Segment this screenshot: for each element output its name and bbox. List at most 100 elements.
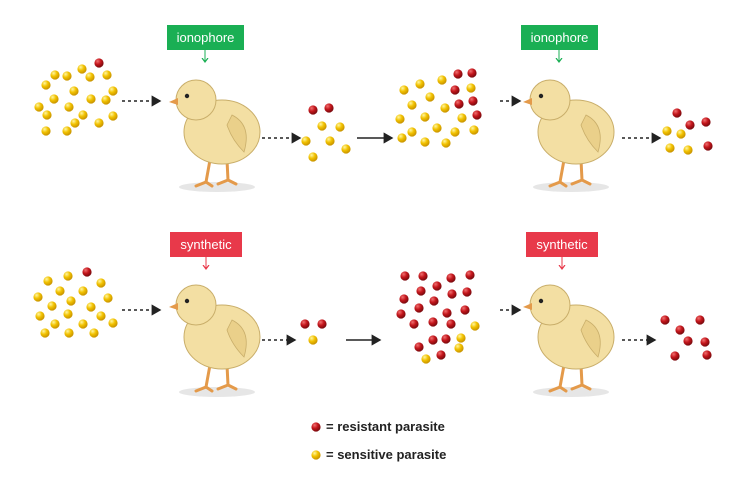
resistant-parasite-dot	[94, 58, 104, 68]
resistant-parasite-dot	[660, 315, 670, 325]
resistant-parasite-dot	[701, 117, 711, 127]
sensitive-parasite-dot	[69, 86, 79, 96]
sensitive-parasite-dot	[62, 126, 72, 136]
sensitive-parasite-dot	[301, 136, 311, 146]
sensitive-parasite-dot	[40, 328, 50, 338]
resistant-parasite-dot	[436, 350, 446, 360]
sensitive-parasite-dot	[397, 133, 407, 143]
sensitive-parasite-dot	[77, 64, 87, 74]
sensitive-parasite-dot	[78, 319, 88, 329]
sensitive-parasite-dot	[662, 126, 672, 136]
sensitive-parasite-dot	[415, 79, 425, 89]
chick-wing	[580, 114, 601, 153]
sensitive-parasite-dot	[454, 343, 464, 353]
chick-legs	[548, 158, 592, 188]
chick-beak	[523, 303, 532, 310]
resistant-parasite-dot	[446, 319, 456, 329]
sensitive-parasite-dot	[66, 296, 76, 306]
legend-sensitive-dot	[311, 450, 321, 460]
sensitive-parasite-dot	[34, 102, 44, 112]
resistant-parasite-dot	[472, 110, 482, 120]
sensitive-parasite-dot	[395, 114, 405, 124]
chick-illustration	[523, 284, 615, 397]
sensitive-parasite-dot	[96, 278, 106, 288]
resistant-parasite-dot	[672, 108, 682, 118]
resistant-parasite-dot	[82, 267, 92, 277]
resistant-parasite-dot	[409, 319, 419, 329]
resistant-parasite-dot	[317, 319, 327, 329]
chick-head	[175, 79, 217, 121]
resistant-parasite-dot	[460, 305, 470, 315]
chick-illustration	[523, 79, 615, 192]
sensitive-parasite-dot	[41, 126, 51, 136]
resistant-parasite-dot	[450, 85, 460, 95]
chick-beak	[169, 303, 178, 310]
sensitive-parasite-dot	[64, 328, 74, 338]
sensitive-parasite-dot	[89, 328, 99, 338]
resistant-parasite-dot	[432, 281, 442, 291]
resistant-parasite-dot	[414, 303, 424, 313]
resistant-parasite-dot	[446, 273, 456, 283]
sensitive-parasite-dot	[440, 103, 450, 113]
resistant-parasite-dot	[453, 69, 463, 79]
sensitive-parasite-dot	[317, 121, 327, 131]
resistant-parasite-dot	[675, 325, 685, 335]
synthetic-label-right: synthetic	[526, 232, 598, 257]
sensitive-parasite-dot	[94, 118, 104, 128]
chick-illustration	[169, 79, 261, 192]
sensitive-parasite-dot	[341, 144, 351, 154]
resistant-parasite-dot	[683, 336, 693, 346]
sensitive-parasite-dot	[466, 83, 476, 93]
sensitive-parasite-dot	[78, 286, 88, 296]
resistant-parasite-dot	[429, 296, 439, 306]
chick-beak	[169, 98, 178, 105]
sensitive-parasite-dot	[63, 271, 73, 281]
sensitive-parasite-dot	[420, 137, 430, 147]
resistant-parasite-dot	[670, 351, 680, 361]
sensitive-parasite-dot	[64, 102, 74, 112]
resistant-parasite-dot	[300, 319, 310, 329]
chick-head	[175, 284, 217, 326]
chick-eye	[538, 298, 544, 304]
sensitive-parasite-dot	[108, 111, 118, 121]
sensitive-parasite-dot	[335, 122, 345, 132]
sensitive-parasite-dot	[108, 86, 118, 96]
resistant-parasite-dot	[468, 96, 478, 106]
sensitive-parasite-dot	[470, 321, 480, 331]
synthetic-label-left: synthetic	[170, 232, 242, 257]
ionophore-label-right: ionophore	[521, 25, 598, 50]
chick-wing	[226, 114, 247, 153]
chick-head	[529, 284, 571, 326]
chick-illustration	[169, 284, 261, 397]
sensitive-parasite-dot	[50, 70, 60, 80]
sensitive-parasite-dot	[50, 319, 60, 329]
sensitive-parasite-dot	[103, 293, 113, 303]
resistant-parasite-dot	[441, 334, 451, 344]
resistant-parasite-dot	[428, 317, 438, 327]
resistant-parasite-dot	[695, 315, 705, 325]
sensitive-parasite-dot	[325, 136, 335, 146]
sensitive-parasite-dot	[420, 112, 430, 122]
chick-legs	[194, 158, 238, 188]
chick-beak	[523, 98, 532, 105]
sensitive-parasite-dot	[85, 72, 95, 82]
sensitive-parasite-dot	[421, 354, 431, 364]
resistant-parasite-dot	[418, 271, 428, 281]
sensitive-parasite-dot	[450, 127, 460, 137]
sensitive-parasite-dot	[96, 311, 106, 321]
resistant-parasite-dot	[400, 271, 410, 281]
sensitive-parasite-dot	[108, 318, 118, 328]
chick-legs	[548, 363, 592, 393]
sensitive-parasite-dot	[437, 75, 447, 85]
sensitive-parasite-dot	[43, 276, 53, 286]
chick-wing	[226, 319, 247, 358]
chick-head	[529, 79, 571, 121]
sensitive-parasite-dot	[63, 309, 73, 319]
legend-resistant: = resistant parasite	[326, 419, 445, 434]
legend-sensitive: = sensitive parasite	[326, 447, 447, 462]
chick-legs	[194, 363, 238, 393]
sensitive-parasite-dot	[101, 95, 111, 105]
sensitive-parasite-dot	[49, 94, 59, 104]
